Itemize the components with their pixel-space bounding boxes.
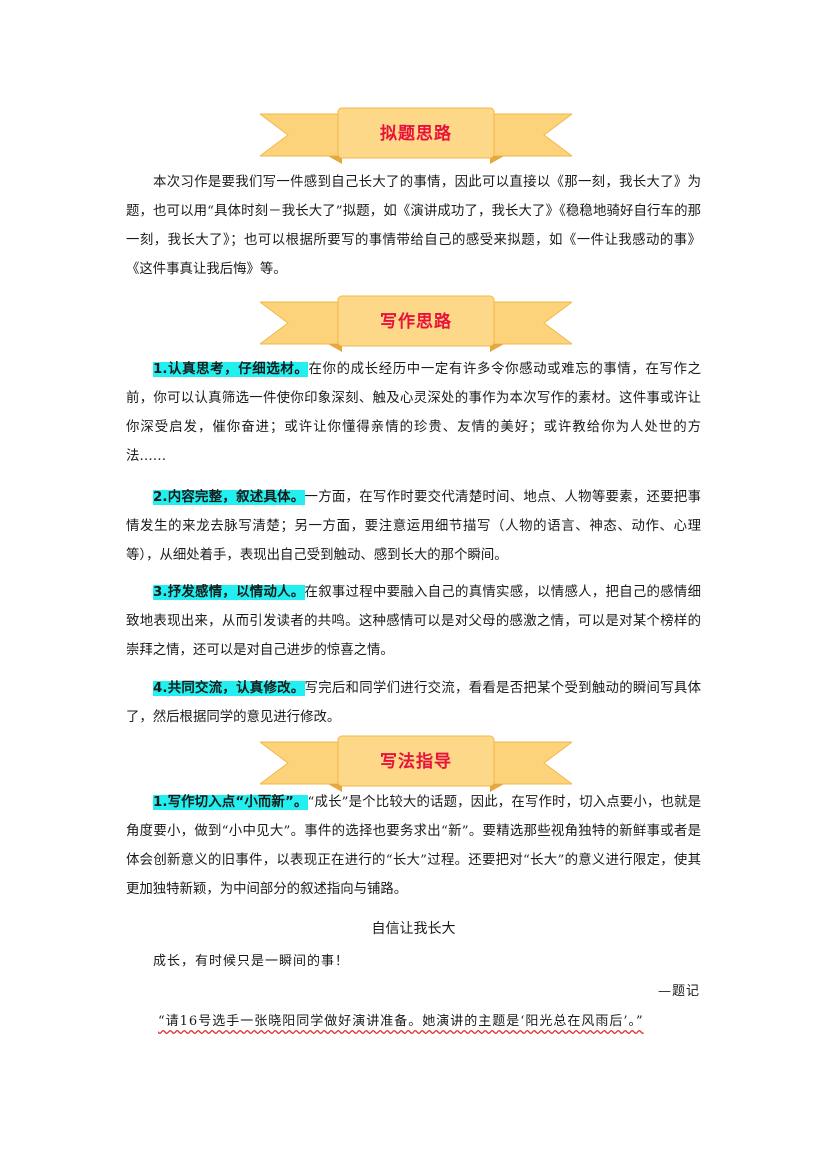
writing-point-1: 1.认真思考，仔细选材。在你的成长经历中一定有许多令你感动或难忘的事情，在写作之… [126,355,701,471]
intro-paragraph: 本次习作是要我们写一件感到自己长大了的事情，因此可以直接以《那一刻，我长大了》为… [126,175,701,277]
banner-writing-guide: 写法指导 [260,734,572,792]
banner-title-approach: 拟题思路 [260,106,572,164]
essay-epigraph: 成长，有时候只是一瞬间的事！ [153,954,350,969]
point-body: “成长”是个比较大的话题，因此，在写作时，切入点要小，也就是角度要小，做到“小中… [126,795,701,897]
writing-point-2: 2.内容完整，叙述具体。一方面，在写作时要交代清楚时间、地点、人物等要素，还要把… [126,483,701,570]
point-body: 在你的成长经历中一定有许多令你感动或难忘的事情，在写作之前，你可以认真筛选一件使… [126,362,702,464]
point-heading: 4.共同交流，认真修改。 [153,681,305,696]
point-heading: 1.写作切入点“小而新”。 [153,795,308,810]
point-body: 在叙事过程中要融入自己的真情实感，以情感人，把自己的感情细致地表现出来，从而引发… [126,585,701,658]
point-body: 一方面，在写作时要交代清楚时间、地点、人物等要素，还要把事情发生的来龙去脉写清楚… [126,490,701,563]
ribbon-banner-icon [260,735,572,792]
writing-point-3: 3.抒发感情，以情动人。在叙事过程中要融入自己的真情实感，以情感人，把自己的感情… [126,578,701,665]
point-heading: 2.内容完整，叙述具体。 [153,490,305,505]
essay-title: 自信让我长大 [371,921,456,937]
point-heading: 3.抒发感情，以情动人。 [153,585,305,600]
ribbon-banner-icon [260,295,572,352]
essay-signature: —题记 [657,984,700,999]
ribbon-banner-icon [260,107,572,164]
banner-label: 写法指导 [380,752,452,772]
banner-label: 拟题思路 [380,124,452,144]
point-heading: 1.认真思考，仔细选材。 [153,362,309,377]
essay-first-line: “请16号选手一张晓阳同学做好演讲准备。她演讲的主题是‘阳光总在风雨后’。” [158,1014,644,1029]
point-body: 写完后和同学们进行交流，看看是否把某个受到触动的瞬间写具体了，然后根据同学的意见… [126,681,701,725]
guide-point-1: 1.写作切入点“小而新”。“成长”是个比较大的话题，因此，在写作时，切入点要小，… [126,788,701,904]
banner-writing-approach: 写作思路 [260,294,572,352]
banner-label: 写作思路 [380,312,452,332]
writing-point-4: 4.共同交流，认真修改。写完后和同学们进行交流，看看是否把某个受到触动的瞬间写具… [126,674,701,732]
